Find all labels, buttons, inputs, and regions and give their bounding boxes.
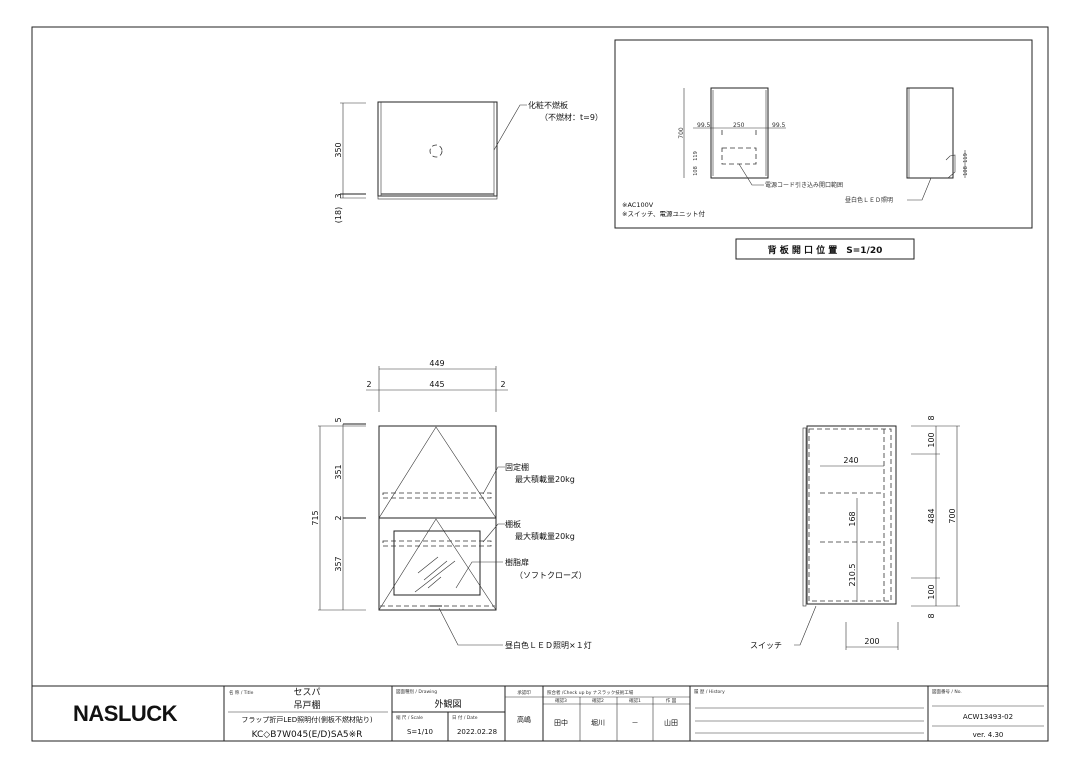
dim-715: 715	[311, 510, 320, 525]
dim-357: 357	[334, 556, 343, 571]
label-shelf-load: 最大積載量20kg	[515, 531, 575, 541]
check-col-2: 確認2	[592, 697, 604, 704]
dim-8-bottom: 8	[927, 613, 936, 618]
subtitle: フラップ折戸LED照明付(側板不燃材貼り)	[241, 715, 372, 724]
scale-header: 縮 尺 / Scale	[396, 714, 423, 721]
dim-100-top: 100	[927, 432, 936, 447]
check-header: 照合者 /Check up by ナスラック技術工場	[547, 689, 634, 696]
dim-2-mid: 2	[334, 515, 343, 520]
drawing-no-header: 図面番号 / No.	[932, 688, 962, 695]
title-header: 名 称 / Title	[229, 689, 254, 696]
dim-side-119: 119	[963, 153, 969, 163]
front-view: 449 445 2 2 5 351 2 357 715 固定棚 最大積載量20k…	[311, 359, 592, 650]
top-view: 350 3 (18) 化粧不燃板 （不燃材：t=9）	[334, 100, 603, 223]
check-val-drafter: 山田	[664, 718, 678, 727]
shelf	[382, 540, 492, 547]
dim-484: 484	[927, 508, 936, 523]
dim-119: 119	[693, 151, 699, 161]
dim-18: (18)	[334, 207, 343, 223]
dim-250: 250	[733, 122, 745, 129]
date-header: 日 付 / Date	[452, 714, 478, 721]
dim-449: 449	[429, 359, 444, 368]
note-ac100v: ※AC100V	[622, 201, 654, 209]
label-fixed-shelf: 固定棚	[505, 462, 529, 472]
dim-5: 5	[334, 417, 343, 422]
check-val-3: 田中	[554, 718, 568, 727]
dim-351: 351	[334, 464, 343, 479]
glass-door	[393, 530, 481, 596]
dim-700: 700	[948, 508, 957, 523]
dim-445: 445	[429, 380, 444, 389]
caption-rear-opening: 背 板 開 口 位 置 S=1/20	[768, 244, 883, 256]
dim-100-bottom: 100	[927, 584, 936, 599]
model-number: KC◇B7W045(E/D)SA5※R	[252, 730, 363, 740]
drawing-no: ACW13493-02	[963, 713, 1013, 721]
dim-240: 240	[843, 456, 858, 465]
rear-detail-inset: 99.5 250 99.5 700 119 108 電源コード引き込み開口範囲 …	[614, 39, 1033, 260]
drawing-header: 図面種別 / Drawing	[396, 688, 437, 695]
drawing-type: 外観図	[434, 698, 461, 710]
dim-168: 168	[848, 511, 857, 526]
history-header: 履 歴 / History	[694, 689, 725, 695]
title-line1: セスパ	[293, 687, 320, 698]
dim-2-left: 2	[366, 380, 371, 389]
fixed-shelf	[382, 492, 492, 499]
check-col-3: 確認3	[555, 697, 567, 704]
label-door-sub: （ソフトクローズ）	[515, 570, 587, 580]
title-line2: 吊戸棚	[293, 699, 320, 711]
dim-99-5-right: 99.5	[772, 122, 786, 129]
sheet-border	[31, 26, 1049, 742]
scale-value: S=1/10	[407, 728, 433, 736]
duct-hole	[429, 144, 443, 158]
label-panel: 化粧不燃板	[528, 100, 568, 110]
check-val-1: －	[632, 719, 639, 727]
label-fixed-shelf-load: 最大積載量20kg	[515, 474, 575, 484]
dim-350: 350	[334, 142, 343, 157]
approver-header: 承認印	[517, 689, 531, 696]
label-door: 樹脂扉	[505, 557, 529, 567]
label-side-led: 昼白色ＬＥＤ照明	[845, 196, 893, 204]
check-col-1: 確認1	[629, 697, 641, 704]
dim-700: 700	[678, 127, 685, 139]
label-shelf: 棚板	[505, 519, 521, 529]
title-block: NASLUCK 名 称 / Title セスパ 吊戸棚 フラップ折戸LED照明付…	[31, 685, 1049, 742]
dim-210-5: 210.5	[848, 564, 857, 587]
side-view-outline	[806, 425, 897, 605]
note-switch: ※スイッチ、電源ユニット付	[622, 209, 706, 218]
label-led: 昼白色ＬＥＤ照明×１灯	[505, 640, 592, 650]
dim-3: 3	[334, 193, 343, 198]
dim-2-right: 2	[500, 380, 505, 389]
dim-99-5-left: 99.5	[697, 122, 711, 129]
check-col-drafter: 作 図	[666, 697, 677, 704]
caption-box	[735, 238, 915, 260]
rear-view-outline	[710, 87, 769, 179]
nasluck-logo: NASLUCK	[73, 701, 178, 726]
side-detail-outline	[906, 87, 954, 179]
label-switch: スイッチ	[750, 641, 782, 650]
check-val-2: 堀川	[591, 718, 605, 727]
date-value: 2022.02.28	[457, 728, 497, 736]
dim-108: 108	[693, 166, 699, 176]
label-panel-sub: （不燃材：t=9）	[540, 112, 603, 122]
top-view-outline	[377, 101, 498, 197]
version: ver. 4.30	[973, 731, 1004, 739]
dim-8-top: 8	[927, 415, 936, 420]
side-view: 240 168 210.5 8 100 484 100 8 700 200 スイ…	[750, 415, 960, 650]
dim-side-108: 108	[963, 166, 969, 176]
inset-frame	[614, 39, 1033, 229]
approver-value: 高嶋	[517, 715, 531, 724]
dim-200: 200	[864, 637, 879, 646]
label-opening: 電源コード引き込み開口範囲	[765, 181, 843, 189]
